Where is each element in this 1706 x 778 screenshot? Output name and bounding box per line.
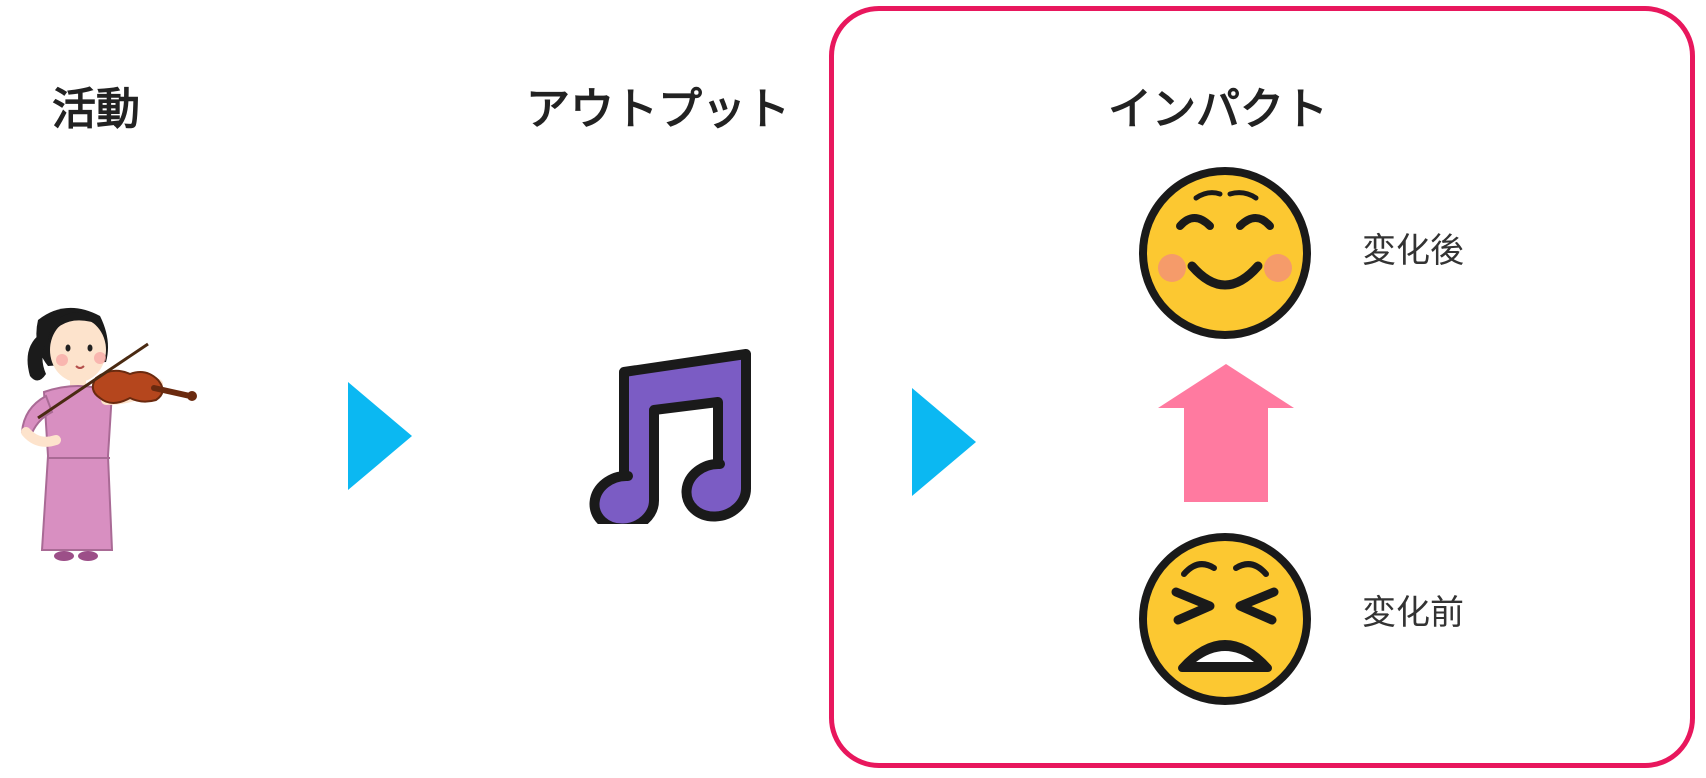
violinist-woman-illustration xyxy=(20,307,197,561)
impact-heading: インパクト xyxy=(1108,84,1328,135)
output-heading: アウトプット xyxy=(526,84,790,135)
smiling-face-icon xyxy=(1139,167,1311,339)
tired-face-icon xyxy=(1139,533,1311,705)
music-notes-icon xyxy=(589,349,752,524)
right-triangle-arrow-icon xyxy=(348,382,412,490)
impact-box xyxy=(829,6,1695,768)
up-arrow-icon xyxy=(1158,364,1294,502)
activity-heading: 活動 xyxy=(52,84,140,135)
after-caption: 変化後 xyxy=(1362,231,1464,271)
before-caption: 変化前 xyxy=(1362,593,1464,633)
right-triangle-arrow-icon xyxy=(912,388,976,496)
